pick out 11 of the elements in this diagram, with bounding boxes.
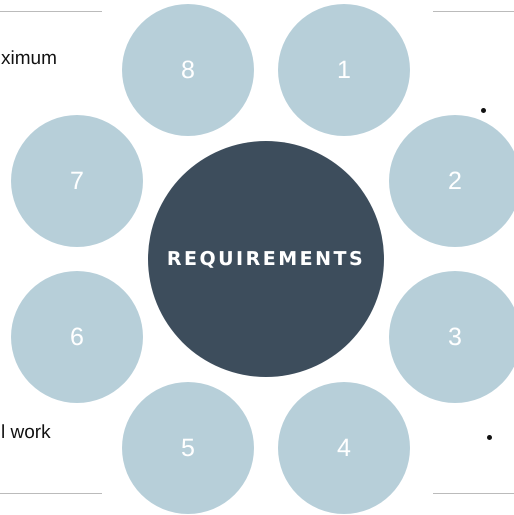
text-fragment: l work <box>1 422 51 444</box>
circle-number: 1 <box>337 56 351 84</box>
circle-number: 6 <box>70 322 84 352</box>
circle-number: 5 <box>181 434 195 462</box>
circle-number: 4 <box>337 434 351 462</box>
circle-number: 7 <box>70 166 84 196</box>
circle-title: REQUIREMENTS <box>166 248 366 270</box>
circle-number: 3 <box>448 322 462 352</box>
circle-number: 2 <box>448 166 462 196</box>
text-fragment: ximum <box>1 48 57 70</box>
circle-number: 8 <box>181 56 195 84</box>
